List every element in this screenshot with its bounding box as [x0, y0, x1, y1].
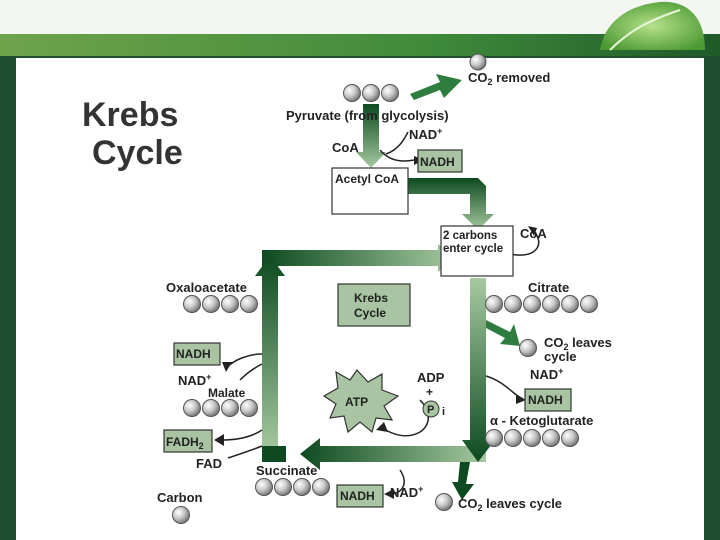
nad-bottom-label: NAD+ — [390, 484, 423, 500]
two-carbons-box — [440, 225, 514, 277]
plus-label: + — [426, 385, 433, 399]
cycle-corner-bl — [262, 446, 286, 462]
adp-label: ADP — [417, 370, 445, 385]
acetyl-coa-box — [331, 167, 409, 215]
acetyl-coa-label: Acetyl CoA — [335, 172, 399, 186]
atp-star-icon — [322, 369, 400, 434]
title-line1: Krebs — [82, 96, 178, 134]
nadh-left-box — [173, 342, 221, 366]
co2-bottom-arrow — [452, 462, 474, 500]
nad-top-label: NAD+ — [409, 126, 442, 142]
carbon-label: Carbon — [157, 490, 203, 505]
p-label: P — [427, 404, 434, 416]
center-krebs-label-1: Krebs — [354, 291, 388, 305]
malate-label: Malate — [208, 386, 246, 400]
nad-right-label: NAD+ — [530, 366, 563, 382]
fadh-curve — [221, 429, 263, 441]
nadh-right-box — [524, 388, 572, 412]
nadh-bottom-label: NADH — [340, 489, 375, 503]
fadh2-box — [163, 429, 213, 453]
coa-right-label: CoA — [520, 226, 547, 241]
two-carbons-label-2: enter cycle — [443, 243, 503, 255]
fad-label: FAD — [196, 456, 222, 471]
phosphate-circle-icon — [422, 400, 440, 418]
nad-left-label: NAD+ — [178, 372, 211, 388]
pyruvate-down-arrow — [356, 104, 386, 168]
i-label: i — [442, 406, 445, 418]
cycle-bottom-arrow — [300, 438, 486, 470]
ketoglutarate-label: α - Ketoglutarate — [490, 413, 593, 428]
small-arrowheads — [214, 156, 537, 499]
center-krebs-box — [337, 283, 411, 327]
atp-label: ATP — [345, 395, 368, 409]
nadh-right-label: NADH — [528, 393, 563, 407]
center-krebs-label-2: Cycle — [354, 306, 386, 320]
nadh-top-box — [417, 149, 463, 173]
co2-leaves-label-1: CO2 leaves — [544, 335, 612, 352]
co2-leaves-arrow — [486, 320, 520, 346]
nadh-left-label: NADH — [176, 347, 211, 361]
cycle-top-arrow — [262, 244, 456, 290]
nadh-bottom-box — [336, 484, 384, 508]
nad-bottom-curve — [391, 469, 405, 495]
pyruvate-label: Pyruvate (from glycolysis) — [286, 108, 449, 123]
fadh2-label: FADH2 — [166, 435, 204, 451]
coa-left-label: CoA — [332, 140, 359, 155]
two-carbons-label-1: 2 carbons — [443, 230, 497, 242]
cycle-right-arrow — [462, 278, 495, 462]
leaf-logo-icon — [600, 1, 705, 51]
title-line2: Cycle — [92, 134, 183, 172]
oxaloacetate-label: Oxaloacetate — [166, 280, 247, 295]
header-background — [0, 0, 720, 36]
small-arrows — [221, 131, 540, 495]
citrate-label: Citrate — [528, 280, 569, 295]
succinate-label: Succinate — [256, 463, 317, 478]
co2-leaves-label-2: cycle — [544, 349, 577, 364]
co2-bottom-label: CO2 leaves cycle — [458, 496, 562, 513]
cycle-left-arrow — [255, 256, 285, 452]
header-bar — [0, 34, 720, 56]
acetyl-to-cycle-arrow — [408, 178, 494, 230]
nadh-top-label: NADH — [420, 155, 455, 169]
co2-removed-label: CO2 removed — [468, 70, 550, 87]
nad-top-curve — [379, 149, 415, 162]
co2-removed-arrow — [410, 74, 462, 100]
